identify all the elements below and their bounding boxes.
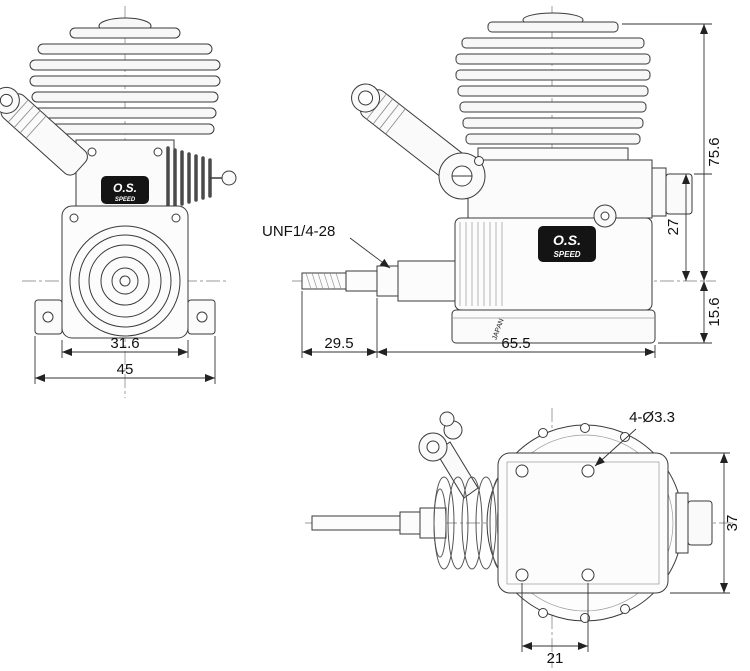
carb-cap-top (439, 411, 455, 427)
fitting-knob (221, 170, 237, 186)
dim-shaft-length: 29.5 (324, 335, 353, 352)
dim-hole-spacing: 21 (547, 650, 564, 667)
carburetor-front (0, 86, 88, 176)
dim-height-lower: 15.6 (706, 297, 723, 326)
crankcase-front (61, 205, 189, 339)
case-bolt-icon (69, 213, 79, 223)
crankshaft-side (301, 260, 456, 302)
label-crankshaft-thread: UNF1/4-28 (262, 223, 335, 240)
lug-hole-icon (42, 311, 54, 323)
boss-barrel-top (687, 500, 713, 546)
cooling-fins-side (455, 12, 651, 145)
case-bolt-icon (171, 213, 181, 223)
dim-height-boss-to-crank: 27 (665, 219, 682, 236)
linkage-pivot-center (600, 211, 610, 221)
label-mount-holes: 4-Ø3.3 (629, 409, 675, 426)
side-view: O.S. SPEED JAPAN (292, 6, 716, 344)
top-dimensions (521, 428, 730, 652)
crankshaft-top (311, 507, 447, 539)
ribbed-fitting-front (166, 146, 212, 210)
flange-bolts (538, 423, 630, 623)
case-flange-inner (496, 434, 674, 612)
rear-boss-flange (651, 167, 667, 217)
front-bearing-boss (69, 225, 181, 337)
dim-case-length: 65.5 (501, 335, 530, 352)
dim-front-width-outer: 45 (117, 361, 134, 378)
top-view (305, 408, 736, 668)
logo-plate-front (101, 176, 149, 204)
series-logo-front: SPEED (115, 197, 136, 203)
lug-hole-icon (196, 311, 208, 323)
cylinder-jacket-side (467, 159, 653, 219)
brand-logo-front: O.S. (113, 181, 137, 195)
dim-top-width: 37 (724, 515, 741, 532)
head-bolt-icon (153, 147, 163, 157)
side-dimensions (301, 23, 712, 358)
thread-hatch (305, 272, 342, 290)
brand-logo-side: O.S. (553, 232, 581, 248)
rear-boss-barrel (665, 173, 693, 215)
mount-lug-rail-side (451, 309, 656, 344)
logo-plate-side (538, 226, 596, 262)
idle-screw-icon (474, 156, 484, 166)
series-logo-side: SPEED (553, 250, 580, 259)
dim-height-total: 75.6 (706, 137, 723, 166)
cooling-fins-front (29, 17, 221, 135)
dim-front-width-inner: 31.6 (110, 335, 139, 352)
mount-block-top (497, 452, 669, 594)
head-bolt-icon (87, 147, 97, 157)
front-view: O.S. SPEED (0, 6, 237, 398)
boss-flange-top (675, 492, 689, 554)
front-dimensions (34, 336, 216, 384)
mounting-holes (515, 464, 595, 582)
case-ribs-side (459, 222, 503, 306)
